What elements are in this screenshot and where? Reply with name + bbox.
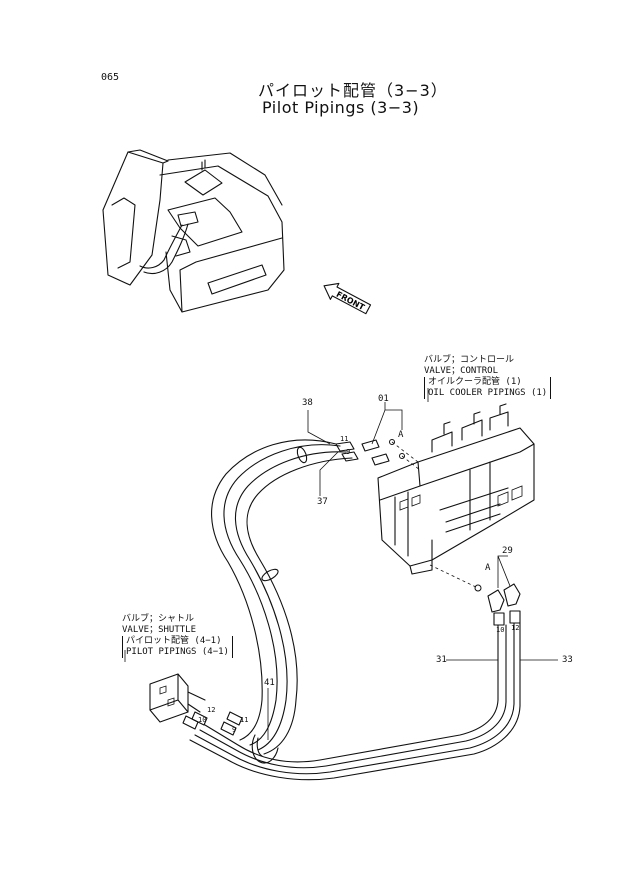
part-number-31: 31 — [436, 655, 447, 665]
page-number: 065 — [101, 72, 120, 83]
part-number-38: 38 — [302, 398, 313, 408]
shuttle-valve-reference: パイロット配管 (4−1) PILOT PIPINGS (4−1) — [122, 636, 233, 658]
control-valve-drawing — [377, 403, 535, 575]
part-number-29: 29 — [502, 546, 513, 556]
control-valve-ref-en: OIL COOLER PIPINGS (1) — [428, 388, 548, 398]
port-number-11-left: 11 — [240, 716, 249, 724]
part-number-37: 37 — [317, 497, 328, 507]
port-number-12-left: 12 — [207, 706, 216, 714]
front-arrow-label: FRONT — [335, 290, 367, 313]
shuttle-valve-name-jp: バルブ；シャトル — [122, 614, 195, 624]
view-mark-a-upper: A — [398, 430, 404, 440]
port-number-9-upper: 9 — [346, 448, 351, 456]
clamp-41 — [251, 734, 279, 764]
control-valve-name-en: VALVE；CONTROL — [424, 366, 499, 376]
part-number-41: 41 — [264, 678, 275, 688]
shuttle-valve-callout: バルブ；シャトル VALVE；SHUTTLE パイロット配管 (4−1) PIL… — [122, 614, 233, 658]
page-title-japanese: パイロット配管（3−3） — [258, 81, 448, 100]
page-title-english: Pilot Pipings (3−3) — [262, 98, 420, 117]
port-number-11-upper: 11 — [340, 435, 349, 443]
shuttle-valve-drawing — [149, 673, 243, 736]
machine-overview-sketch — [102, 149, 285, 313]
front-arrow: FRONT — [323, 282, 372, 315]
shuttle-valve-name-en: VALVE；SHUTTLE — [122, 625, 197, 635]
port-number-10-lower: 10 — [496, 626, 505, 634]
port-number-12-lower: 12 — [511, 624, 520, 632]
view-mark-a-lower: A — [485, 563, 491, 573]
control-valve-ref-jp: オイルクーラ配管 (1) — [428, 377, 522, 387]
part-number-33: 33 — [562, 655, 573, 665]
shuttle-valve-ref-en: PILOT PIPINGS (4−1) — [126, 647, 229, 657]
control-valve-name-jp: バルブ；コントロール — [424, 355, 515, 365]
lower-fittings — [429, 564, 521, 626]
hoses-37-38 — [211, 439, 353, 755]
control-valve-reference: オイルクーラ配管 (1) OIL COOLER PIPINGS (1) — [424, 377, 552, 399]
leader-lines — [124, 388, 558, 740]
shuttle-valve-ref-jp: パイロット配管 (4−1) — [126, 636, 222, 646]
port-number-10-left: 10 — [198, 716, 207, 724]
port-number-9-left: 9 — [232, 726, 237, 734]
hoses-31-33 — [189, 622, 521, 781]
control-valve-callout: バルブ；コントロール VALVE；CONTROL オイルクーラ配管 (1) OI… — [424, 355, 552, 399]
part-number-01: 01 — [378, 394, 389, 404]
